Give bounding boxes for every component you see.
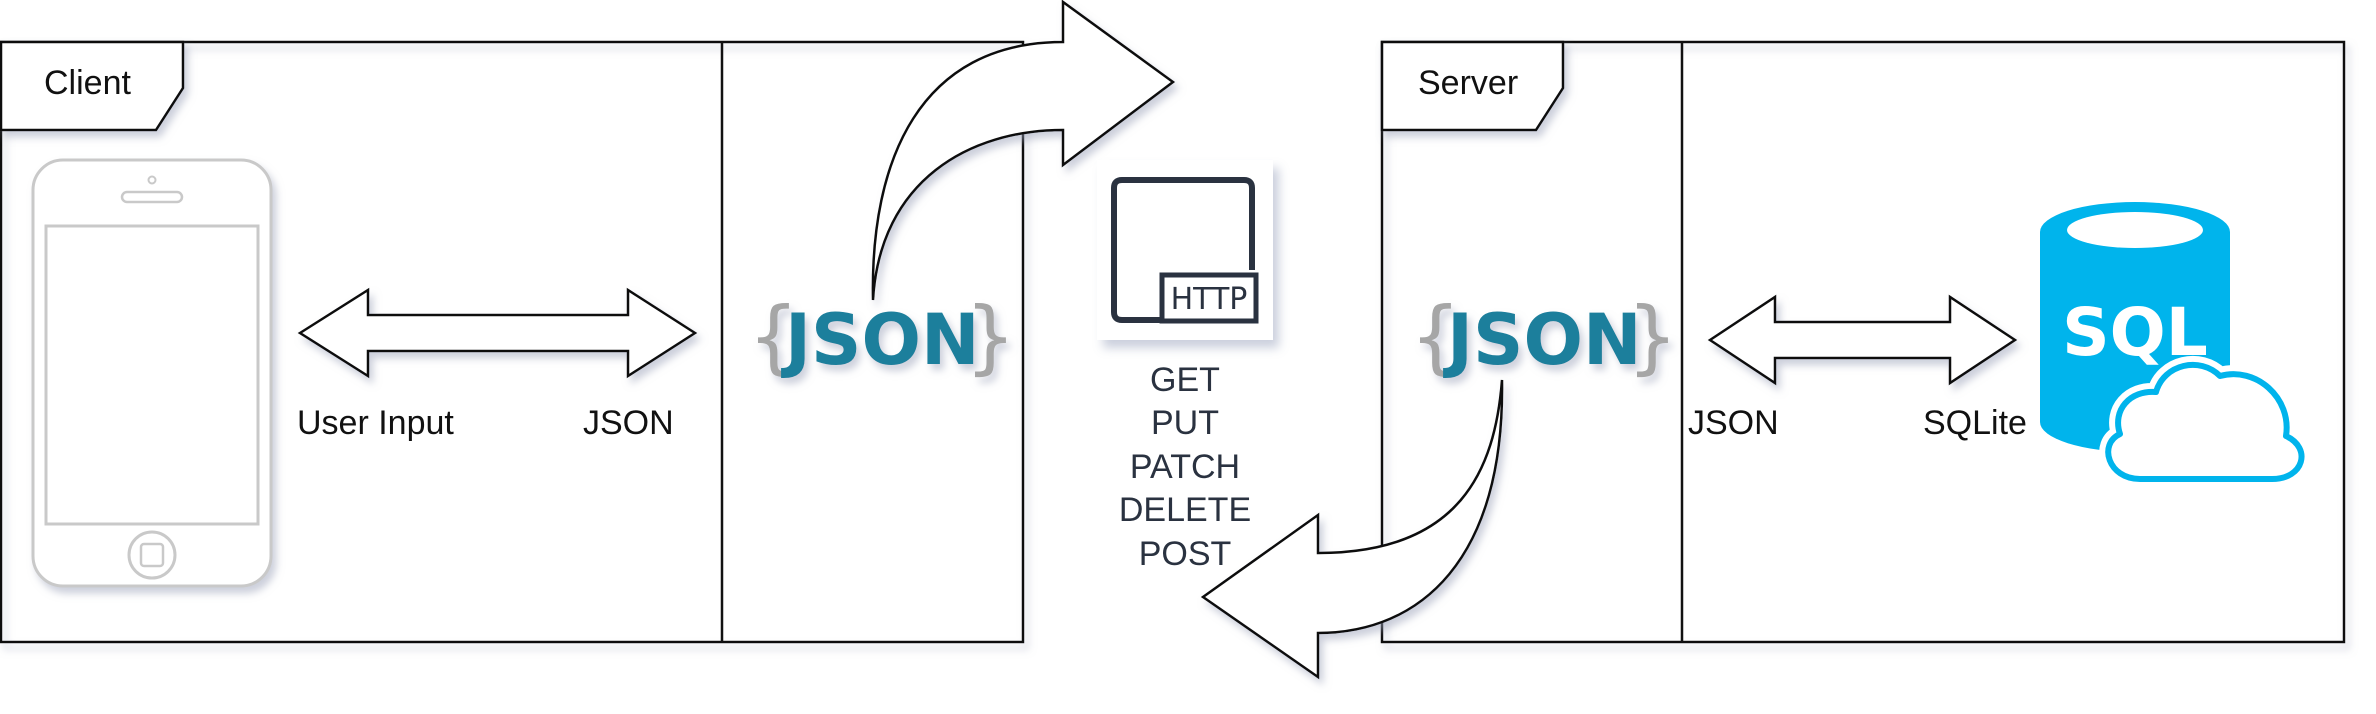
client-json-close-brace: } xyxy=(965,290,1016,383)
smartphone-icon xyxy=(31,158,273,588)
http-method-put: PUT xyxy=(1151,404,1219,442)
http-methods: GET PUT PATCH DELETE POST xyxy=(1119,361,1251,573)
server-json-logo: { JSON } xyxy=(1410,290,1678,383)
client-tab-label: Client xyxy=(44,64,131,102)
server-json-open-brace: { xyxy=(1410,290,1461,383)
response-curved-arrow xyxy=(1200,379,1504,680)
http-method-patch: PATCH xyxy=(1130,448,1240,486)
http-method-delete: DELETE xyxy=(1119,491,1251,529)
server-json-word: JSON xyxy=(1443,299,1642,381)
user-input-label: User Input xyxy=(297,404,454,442)
client-json-word: JSON xyxy=(781,299,980,381)
http-icon-label: HTTP xyxy=(1171,282,1248,317)
server-json-label: JSON xyxy=(1688,404,1779,442)
client-json-logo: { JSON } xyxy=(748,290,1016,383)
server-tab: Server xyxy=(1380,40,1565,132)
http-method-get: GET xyxy=(1150,361,1220,399)
client-frame xyxy=(0,40,1025,644)
server-frame xyxy=(1380,40,2346,644)
request-curved-arrow xyxy=(871,0,1176,301)
cloud-icon xyxy=(2099,355,2311,488)
http-icon: HTTP xyxy=(1097,160,1273,340)
client-double-arrow xyxy=(297,287,698,379)
server-double-arrow xyxy=(1707,294,2018,386)
client-tab: Client xyxy=(0,40,185,132)
client-json-open-brace: { xyxy=(748,290,799,383)
client-json-label: JSON xyxy=(583,404,674,442)
sqlite-label: SQLite xyxy=(1923,404,2027,442)
server-json-close-brace: } xyxy=(1627,290,1678,383)
http-method-post: POST xyxy=(1139,535,1232,573)
server-tab-label: Server xyxy=(1418,64,1518,102)
